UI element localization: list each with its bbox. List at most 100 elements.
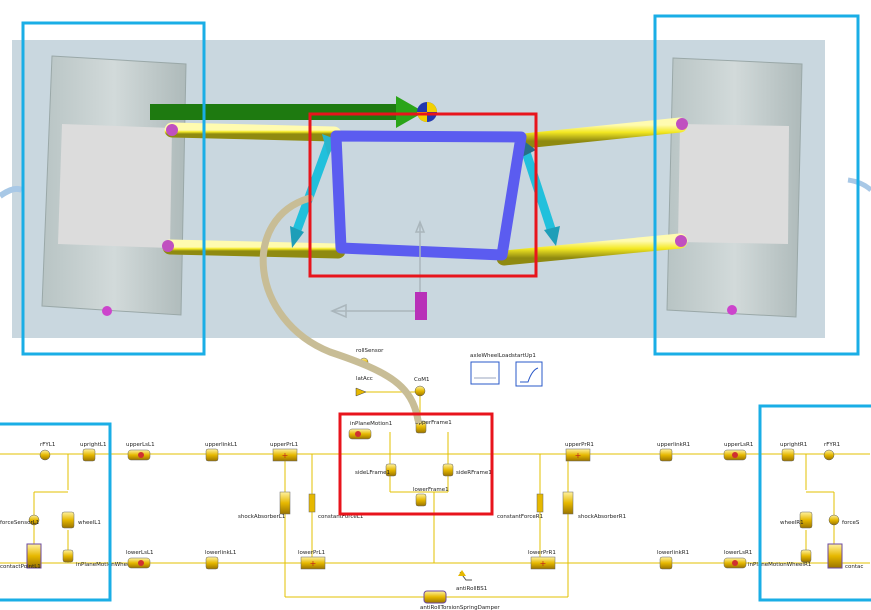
highlight-frame-diagram <box>338 412 494 516</box>
svg-text:lowerPrL1: lowerPrL1 <box>298 550 325 556</box>
lower-pr-l[interactable]: + lowerPrL1 <box>298 550 326 570</box>
wheel-r[interactable]: wheelR1 <box>780 511 813 529</box>
svg-text:startUp1: startUp1 <box>512 353 536 359</box>
in-plane-motion-wheel-l[interactable]: inPlaneMotionWheelL1 <box>62 549 139 568</box>
svg-text:forceSensorL1: forceSensorL1 <box>0 520 39 526</box>
lower-link-right <box>496 233 688 266</box>
svg-text:lowerLsL1: lowerLsL1 <box>126 550 154 556</box>
com-component[interactable]: CoM1 <box>414 377 429 397</box>
constant-force-l[interactable]: constantForceL1 <box>308 493 363 520</box>
side-l-frame[interactable]: sideLFrame1 <box>355 463 397 477</box>
left-contact-point <box>102 306 112 316</box>
upper-ls-r[interactable]: upperLsR1 <box>723 442 753 461</box>
upright-l[interactable]: uprightL1 <box>80 442 106 462</box>
svg-text:wheelL1: wheelL1 <box>78 520 101 526</box>
start-up-block[interactable]: startUp1 <box>512 353 543 387</box>
shock-left <box>292 138 335 232</box>
highlight-boxes <box>0 14 871 602</box>
svg-text:upperLsR1: upperLsR1 <box>724 442 753 448</box>
lower-link-r[interactable]: lowerlinkR1 <box>657 550 689 570</box>
svg-text:upperLsL1: upperLsL1 <box>126 442 155 448</box>
contact-point-l[interactable]: contactPointL1 <box>0 543 42 570</box>
force-sensor-l[interactable]: forceSensorL1 <box>0 514 39 526</box>
svg-text:forceS: forceS <box>842 520 860 526</box>
svg-text:rFYL1: rFYL1 <box>40 442 55 448</box>
rfy-l[interactable]: rFYL1 <box>39 442 55 461</box>
svg-text:inPlaneMotion1: inPlaneMotion1 <box>350 421 392 427</box>
world-axis-z <box>415 292 427 320</box>
upper-pr-l[interactable]: + upperPrL1 <box>270 442 298 462</box>
force-sensor-r[interactable]: forceS <box>828 514 860 526</box>
svg-text:contac: contac <box>845 564 863 570</box>
lower-ls-r[interactable]: lowerLsR1 <box>723 550 752 569</box>
svg-text:lowerlinkR1: lowerlinkR1 <box>657 550 689 556</box>
svg-text:contactPointL1: contactPointL1 <box>0 564 41 570</box>
lat-acc-sensor[interactable]: latAcc <box>355 376 373 397</box>
upper-link-r[interactable]: upperlinkR1 <box>657 442 690 462</box>
svg-text:+: + <box>540 559 547 568</box>
constant-force-r[interactable]: constantForceR1 <box>497 493 544 520</box>
svg-text:+: + <box>282 451 289 460</box>
highlight-left-wheel <box>21 21 206 356</box>
svg-text:upperlinkR1: upperlinkR1 <box>657 442 690 448</box>
svg-text:wheelR1: wheelR1 <box>780 520 804 526</box>
upper-ls-l[interactable]: upperLsL1 <box>126 442 155 461</box>
axle-wheel-load-block[interactable]: axleWheelLoad <box>470 353 512 385</box>
svg-text:shockAbsorberR1: shockAbsorberR1 <box>578 514 626 520</box>
contact-point-r[interactable]: contac <box>827 543 863 570</box>
right-contact-point <box>727 305 737 315</box>
svg-text:CoM1: CoM1 <box>414 377 429 383</box>
shock-absorber-l[interactable]: shockAbsorberL1 <box>238 491 291 520</box>
shock-right <box>519 144 557 234</box>
lower-link-left <box>162 239 346 259</box>
anti-roll-bar[interactable]: antiRollBS1 <box>456 570 487 592</box>
svg-text:uprightR1: uprightR1 <box>780 442 807 448</box>
upper-link-l[interactable]: upperlinkL1 <box>205 442 237 462</box>
svg-text:upperFrame1: upperFrame1 <box>415 420 452 426</box>
in-plane-motion-wheel-r[interactable]: inPlaneMotionWheelR1 <box>748 549 811 568</box>
svg-text:inPlaneMotionWheelR1: inPlaneMotionWheelR1 <box>748 562 811 568</box>
animation-view <box>0 40 871 338</box>
lower-frame[interactable]: lowerFrame1 <box>413 487 449 507</box>
svg-text:axleWheelLoad: axleWheelLoad <box>470 353 512 359</box>
highlight-left-diagram <box>0 422 112 602</box>
svg-text:upperlinkL1: upperlinkL1 <box>205 442 237 448</box>
svg-text:constantForceL1: constantForceL1 <box>318 514 363 520</box>
in-plane-motion[interactable]: inPlaneMotion1 <box>348 421 392 440</box>
rfy-r[interactable]: rFYR1 <box>823 442 840 461</box>
side-r-frame[interactable]: sideRFrame1 <box>442 463 492 477</box>
svg-text:+: + <box>310 559 317 568</box>
upper-link-left <box>164 122 342 142</box>
component-icons: rollSensor latAcc CoM1 axleWheelLoad sta… <box>0 348 863 610</box>
lower-ls-l[interactable]: lowerLsL1 <box>126 550 154 569</box>
svg-text:sideRFrame1: sideRFrame1 <box>456 470 492 476</box>
svg-text:antiRollTorsionSpringDamper: antiRollTorsionSpringDamper <box>420 605 500 610</box>
svg-text:lowerLsR1: lowerLsR1 <box>724 550 752 556</box>
svg-text:rollSensor: rollSensor <box>356 348 384 354</box>
svg-text:sideLFrame1: sideLFrame1 <box>355 470 390 476</box>
svg-text:rFYR1: rFYR1 <box>824 442 840 448</box>
wheel-l[interactable]: wheelL1 <box>61 511 101 529</box>
anti-roll-torsion-spring-damper[interactable]: antiRollTorsionSpringDamper <box>420 590 500 610</box>
upright-r[interactable]: uprightR1 <box>780 442 807 462</box>
body-frame <box>330 130 527 261</box>
svg-text:inPlaneMotionWheelL1: inPlaneMotionWheelL1 <box>76 562 139 568</box>
lower-link-l[interactable]: lowerlinkL1 <box>205 550 236 570</box>
highlight-frame-3d <box>308 112 538 278</box>
highlight-right-diagram <box>758 404 871 602</box>
lower-pr-r[interactable]: + lowerPrR1 <box>528 550 556 570</box>
svg-text:uprightL1: uprightL1 <box>80 442 106 448</box>
right-wheel-hub <box>678 124 789 244</box>
svg-text:latAcc: latAcc <box>356 376 373 382</box>
svg-text:shockAbsorberL1: shockAbsorberL1 <box>238 514 285 520</box>
svg-text:antiRollBS1: antiRollBS1 <box>456 586 487 592</box>
upper-pr-r[interactable]: + upperPrR1 <box>565 442 594 462</box>
green-arrow-shaft <box>150 104 402 120</box>
svg-text:lowerlinkL1: lowerlinkL1 <box>205 550 236 556</box>
svg-text:lowerFrame1: lowerFrame1 <box>413 487 449 493</box>
highlight-right-wheel <box>653 14 860 356</box>
shock-absorber-r[interactable]: shockAbsorberR1 <box>562 491 626 520</box>
svg-text:+: + <box>575 451 582 460</box>
svg-text:upperPrL1: upperPrL1 <box>270 442 298 448</box>
green-arrow-head <box>396 96 424 128</box>
